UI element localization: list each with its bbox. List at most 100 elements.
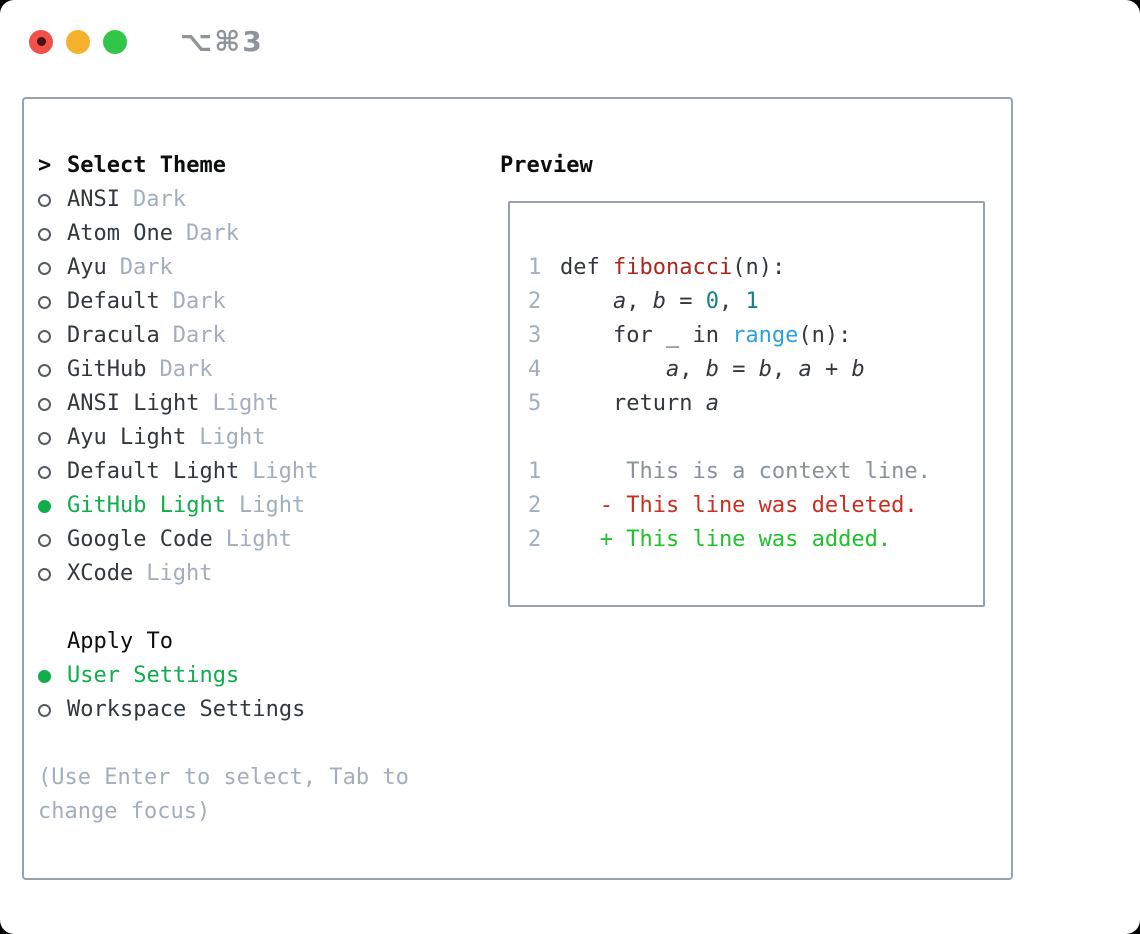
- radio-bullet: [38, 669, 67, 683]
- theme-variant: Dark: [132, 187, 186, 212]
- theme-variant: Light: [212, 391, 279, 416]
- picker-title: Select Theme: [67, 153, 226, 178]
- spacer: [38, 591, 458, 625]
- radio-unselected-icon: [38, 329, 51, 343]
- apply-option-label: User Settings: [67, 663, 240, 688]
- code-text: def fibonacci(n):: [560, 255, 786, 280]
- theme-name: Ayu: [67, 255, 107, 280]
- theme-name: Dracula: [67, 323, 160, 348]
- theme-variant: Dark: [119, 255, 173, 280]
- radio-bullet: [38, 533, 67, 547]
- theme-variant: Dark: [172, 323, 226, 348]
- spacer: [528, 421, 983, 455]
- radio-unselected-icon: [38, 227, 51, 241]
- code-line: 2 a, b = 0, 1: [528, 285, 983, 319]
- line-number: 2: [528, 527, 542, 552]
- theme-variant: Light: [146, 561, 213, 586]
- line-number: 5: [528, 391, 542, 416]
- radio-bullet: [38, 329, 67, 343]
- theme-option-ansi[interactable]: ANSI Dark: [38, 183, 458, 217]
- radio-bullet: [38, 703, 67, 717]
- radio-bullet: [38, 227, 67, 241]
- theme-variant: Light: [199, 425, 266, 450]
- window-title: ⌥⌘3: [180, 25, 264, 58]
- theme-option-default-light[interactable]: Default Light Light: [38, 455, 458, 489]
- line-number: 4: [528, 357, 542, 382]
- theme-option-xcode[interactable]: XCode Light: [38, 557, 458, 591]
- close-dot-icon: [36, 37, 46, 46]
- theme-option-ayu[interactable]: Ayu Dark: [38, 251, 458, 285]
- diff-text: This is a context line.: [560, 459, 931, 484]
- radio-selected-icon: [38, 499, 51, 513]
- radio-unselected-icon: [38, 567, 51, 581]
- code-line: 5 return a: [528, 387, 983, 421]
- apply-option-user-settings[interactable]: User Settings: [38, 659, 458, 693]
- code-text: for _ in range(n):: [560, 323, 852, 348]
- radio-unselected-icon: [38, 465, 51, 479]
- code-text: a, b = b, a + b: [665, 357, 865, 382]
- code-line: 3 for _ in range(n):: [528, 319, 983, 353]
- diff-line-added: 2 + This line was added.: [528, 523, 983, 557]
- radio-bullet: [38, 397, 67, 411]
- theme-variant: Dark: [172, 289, 226, 314]
- theme-variant: Light: [225, 527, 292, 552]
- zoom-button[interactable]: [103, 29, 127, 54]
- theme-name: Default: [67, 289, 160, 314]
- theme-name: Default Light: [67, 459, 240, 484]
- apply-to-title: Apply To: [67, 629, 173, 654]
- theme-option-default[interactable]: Default Dark: [38, 285, 458, 319]
- theme-variant: Light: [238, 493, 306, 518]
- theme-name: GitHub: [67, 357, 147, 382]
- theme-option-github-light[interactable]: GitHub Light Light: [38, 489, 458, 523]
- radio-bullet: [38, 261, 67, 275]
- line-number: 3: [528, 323, 542, 348]
- radio-selected-icon: [38, 669, 51, 683]
- line-number: 2: [528, 493, 542, 518]
- theme-name: ANSI: [67, 187, 120, 212]
- radio-bullet: [38, 193, 67, 207]
- code-text: return a: [560, 391, 719, 416]
- picker-header: > Select Theme: [38, 149, 458, 183]
- keyboard-hint: (Use Enter to select, Tab to change focu…: [38, 765, 409, 824]
- minimize-button[interactable]: [66, 29, 90, 54]
- radio-bullet: [38, 499, 67, 513]
- diff-preview: 1 This is a context line.2 - This line w…: [528, 455, 983, 557]
- theme-name: GitHub Light: [67, 493, 226, 518]
- apply-option-workspace-settings[interactable]: Workspace Settings: [38, 693, 458, 727]
- theme-name: XCode: [67, 561, 134, 586]
- line-number: 2: [528, 289, 542, 314]
- radio-unselected-icon: [38, 363, 51, 377]
- radio-unselected-icon: [38, 431, 51, 445]
- theme-name: Ayu Light: [67, 425, 187, 450]
- radio-unselected-icon: [38, 261, 51, 275]
- radio-bullet: [38, 567, 67, 581]
- apply-to-header: Apply To: [38, 625, 458, 659]
- theme-variant: Dark: [159, 357, 213, 382]
- radio-bullet: [38, 363, 67, 377]
- theme-option-dracula[interactable]: Dracula Dark: [38, 319, 458, 353]
- diff-text: + This line was added.: [560, 527, 892, 552]
- theme-variant: Light: [252, 459, 319, 484]
- radio-unselected-icon: [38, 533, 51, 547]
- theme-option-ayu-light[interactable]: Ayu Light Light: [38, 421, 458, 455]
- diff-text: - This line was deleted.: [560, 493, 918, 518]
- theme-option-github[interactable]: GitHub Dark: [38, 353, 458, 387]
- theme-name: Google Code: [67, 527, 213, 552]
- radio-bullet: [38, 431, 67, 445]
- radio-unselected-icon: [38, 703, 51, 717]
- code-text: a, b = 0, 1: [612, 289, 759, 314]
- radio-bullet: [38, 295, 67, 309]
- close-button[interactable]: [29, 29, 53, 54]
- theme-option-google-code[interactable]: Google Code Light: [38, 523, 458, 557]
- theme-variant: Dark: [185, 221, 239, 246]
